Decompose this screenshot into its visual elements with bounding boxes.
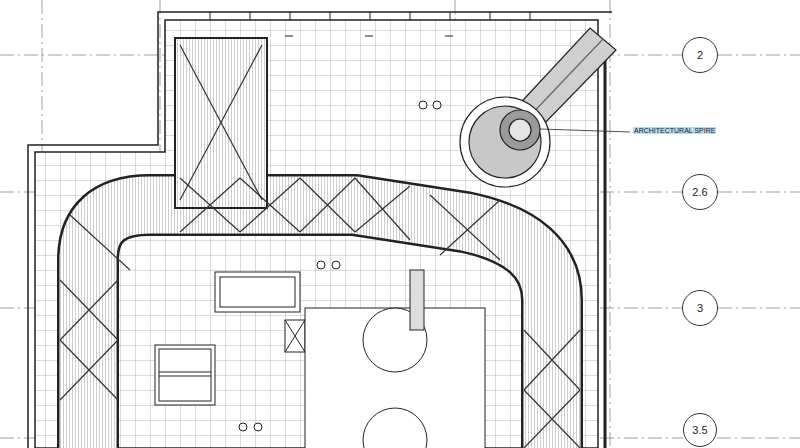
architectural-spire bbox=[460, 28, 616, 187]
grid-bubble: 3.5 bbox=[683, 413, 717, 447]
leader-line bbox=[540, 129, 630, 132]
grid-bubble: 2 bbox=[682, 37, 718, 73]
callout-label: ARCHITECTURAL SPIRE bbox=[633, 127, 716, 134]
grid-bubble: 3 bbox=[682, 290, 718, 326]
grid-number: 3.5 bbox=[692, 424, 707, 436]
truss-walkway bbox=[60, 38, 580, 448]
grid-number: 2.6 bbox=[692, 186, 707, 198]
interior-items bbox=[155, 101, 485, 448]
grid-number: 2 bbox=[697, 49, 703, 61]
grid-number: 3 bbox=[697, 302, 703, 314]
grid-bubble: 2.6 bbox=[682, 174, 718, 210]
wall-ticks bbox=[210, 12, 530, 36]
